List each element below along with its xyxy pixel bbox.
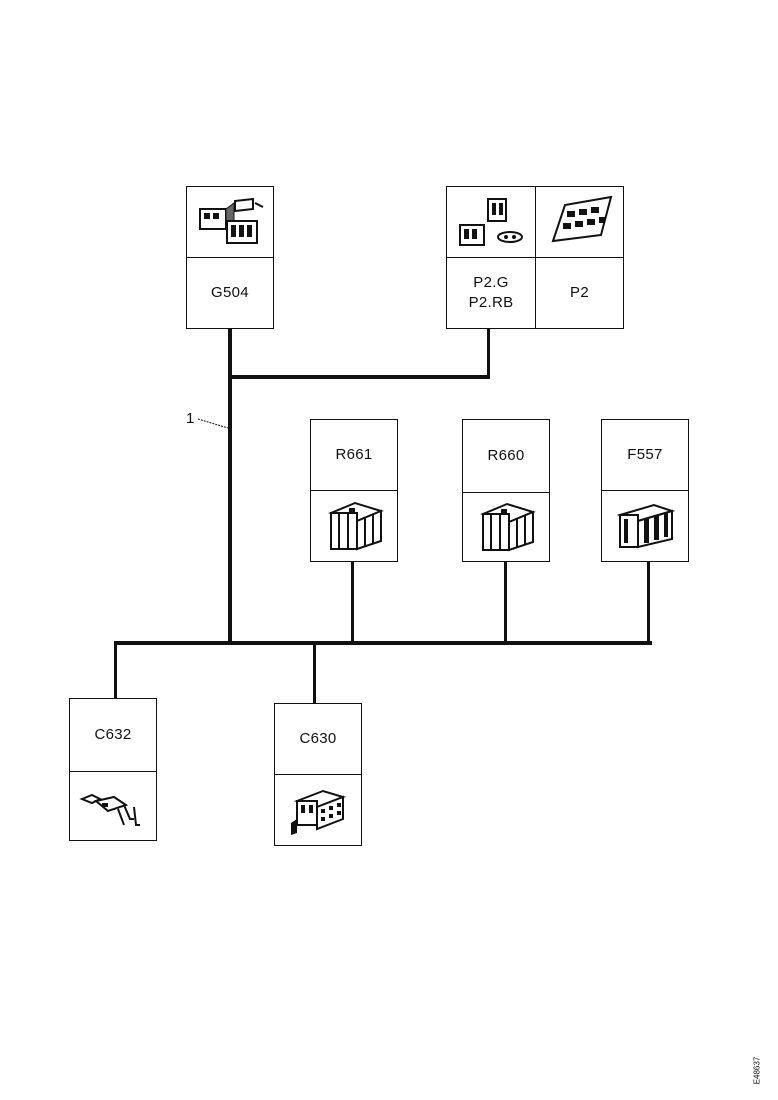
wire-c630-down <box>313 641 316 703</box>
connector-c630: C630 <box>274 703 362 846</box>
relay-r660: R660 <box>462 419 550 562</box>
connector-plug-icon <box>291 789 347 835</box>
fuse-block-icon <box>616 503 676 549</box>
r660-label: R660 <box>487 447 525 464</box>
r661-label: R661 <box>335 446 373 463</box>
connector-p2-group: P2.G P2.RB P2 <box>446 186 624 329</box>
relay-r661: R661 <box>310 419 398 562</box>
g504-label: G504 <box>211 284 249 301</box>
plug-connectors-icon <box>459 198 523 246</box>
wire-f557-down <box>647 561 650 643</box>
wire-r660-down <box>504 561 507 643</box>
fuse-f557: F557 <box>601 419 689 562</box>
wire-g504-down <box>228 328 232 644</box>
p2g-label: P2.G <box>473 274 509 291</box>
callout-leader-line <box>197 418 229 429</box>
c632-label: C632 <box>94 726 132 743</box>
wire-main-bus <box>114 641 652 645</box>
p2-label: P2 <box>570 284 589 301</box>
wire-r661-down <box>351 561 354 643</box>
c630-label: C630 <box>299 730 337 747</box>
connector-g504: G504 <box>186 186 274 329</box>
wire-c632-down <box>114 641 117 699</box>
circuit-board-icon <box>551 195 612 243</box>
wire-top-branch <box>228 375 490 379</box>
relay-block-icon <box>328 501 384 551</box>
terminal-pin-icon <box>79 793 140 826</box>
f557-label: F557 <box>627 446 663 463</box>
p2rb-label: P2.RB <box>468 294 514 311</box>
wire-p2g-down <box>487 328 490 378</box>
relay-block-icon <box>480 502 536 552</box>
callout-number: 1 <box>186 410 195 427</box>
reference-code: E48637 <box>745 1045 769 1095</box>
connector-c632: C632 <box>69 698 157 841</box>
reference-code-text: E48637 <box>752 1056 762 1084</box>
connector-housing-icon <box>199 197 264 244</box>
